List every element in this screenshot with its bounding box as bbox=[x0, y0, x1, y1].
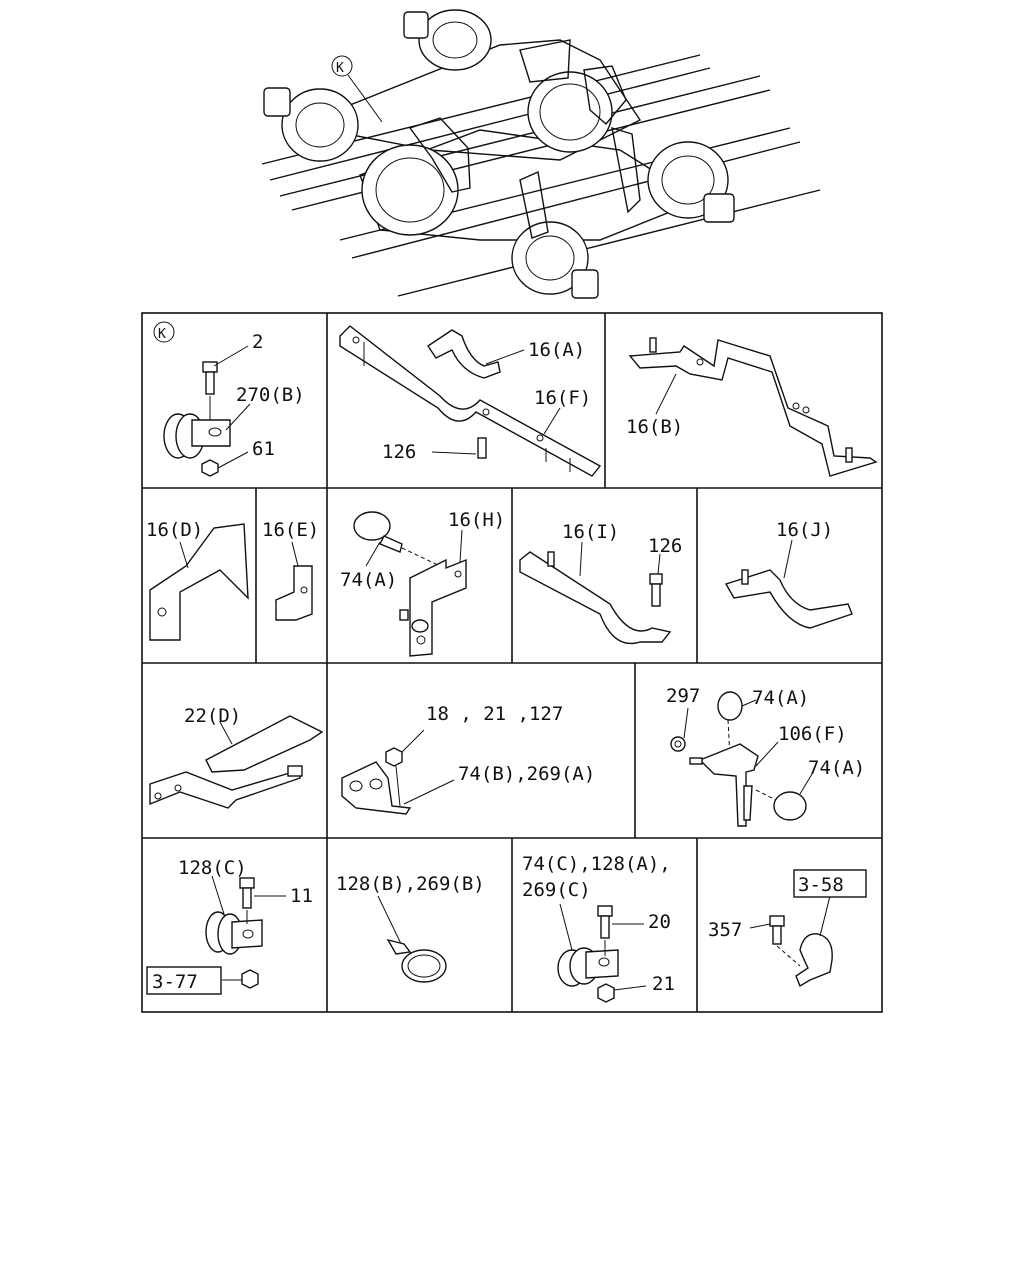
hub-front-left bbox=[511, 221, 599, 299]
label-74c-128a: 74(C),128(A), bbox=[522, 853, 671, 875]
cell-bracket-16i: 16(I) 126 bbox=[519, 521, 682, 645]
nut-61 bbox=[201, 459, 219, 477]
hub-front-right bbox=[647, 141, 735, 223]
band-clamp-74a bbox=[353, 511, 391, 541]
cell-bracket-16j: 16(J) bbox=[724, 519, 853, 629]
cell-bracket-22d: 22(D) bbox=[149, 705, 324, 809]
cell-k-clamp: K 2 270(B) 61 bbox=[153, 321, 305, 477]
band-clamp-74a-b bbox=[717, 691, 743, 721]
washer-297 bbox=[670, 736, 686, 752]
nut-21 bbox=[597, 983, 615, 1003]
rubber-isolator-74b bbox=[341, 761, 412, 815]
label-16h: 16(H) bbox=[448, 509, 505, 531]
label-126-b: 126 bbox=[648, 535, 682, 557]
ref-3-58[interactable]: 3-58 bbox=[798, 874, 844, 896]
bolt-357 bbox=[769, 915, 785, 927]
bracket-16e bbox=[275, 565, 313, 621]
bracket-16h bbox=[409, 558, 467, 657]
label-74a-c: 74(A) bbox=[808, 757, 865, 779]
ref-box-3-58[interactable] bbox=[793, 869, 867, 898]
label-16j: 16(J) bbox=[776, 519, 833, 541]
label-61: 61 bbox=[252, 438, 275, 460]
label-16f: 16(F) bbox=[534, 387, 591, 409]
label-2: 2 bbox=[252, 331, 263, 353]
cell-bracket-16h: 16(H) 74(A) bbox=[340, 509, 505, 657]
cell-isolator-74b: 18 , 21 ,127 74(B),269(A) bbox=[341, 703, 595, 815]
bolt-2 bbox=[202, 361, 218, 373]
label-16i: 16(I) bbox=[562, 521, 619, 543]
bolt-20 bbox=[597, 905, 613, 917]
label-128b-269b: 128(B),269(B) bbox=[336, 873, 485, 895]
ref-box-3-77[interactable] bbox=[146, 966, 222, 995]
label-22d: 22(D) bbox=[184, 705, 241, 727]
label-106f: 106(F) bbox=[778, 723, 847, 745]
cell-bracket-16a-16f: 16(A) 16(F) 126 bbox=[339, 325, 602, 477]
label-74b-269a: 74(B),269(A) bbox=[458, 763, 595, 785]
bracket-16d bbox=[149, 523, 249, 641]
label-20: 20 bbox=[648, 911, 671, 933]
strap-16a bbox=[427, 329, 501, 379]
label-357: 357 bbox=[708, 919, 742, 941]
cell-clamp-357: 357 3-58 bbox=[708, 869, 867, 988]
bolt-126-b bbox=[649, 573, 663, 585]
label-269c: 269(C) bbox=[522, 879, 591, 901]
label-74a-b: 74(A) bbox=[752, 687, 809, 709]
label-270b: 270(B) bbox=[236, 384, 305, 406]
label-11: 11 bbox=[290, 885, 313, 907]
bracket-22d bbox=[149, 769, 301, 809]
ref-3-77[interactable]: 3-77 bbox=[152, 971, 198, 993]
cell-bracket-106f: 297 74(A) 106(F) 74(A) bbox=[666, 685, 865, 827]
overview-callout-marker bbox=[331, 55, 353, 77]
label-74a-a: 74(A) bbox=[340, 569, 397, 591]
cell-clamp-74c: 74(C),128(A), 269(C) 20 21 bbox=[522, 853, 675, 1003]
bolt-126 bbox=[477, 437, 487, 459]
parts-grid bbox=[141, 312, 883, 1013]
hub-rear-right bbox=[403, 9, 492, 71]
band-clamp-128b bbox=[386, 938, 412, 955]
label-297: 297 bbox=[666, 685, 700, 707]
cell-bracket-16b: 16(B) bbox=[626, 337, 878, 477]
bracket-16f bbox=[339, 325, 602, 477]
hub-rear-left bbox=[263, 87, 359, 162]
label-128c: 128(C) bbox=[178, 857, 247, 879]
label-18-21-127: 18 , 21 ,127 bbox=[426, 703, 563, 725]
label-16a: 16(A) bbox=[528, 339, 585, 361]
bracket-16i bbox=[519, 551, 672, 645]
label-126-a: 126 bbox=[382, 441, 416, 463]
nut-3-77 bbox=[241, 969, 259, 989]
cell-band-128b: 128(B),269(B) bbox=[336, 873, 485, 983]
cell-bracket-16e: 16(E) bbox=[262, 519, 319, 621]
label-16e: 16(E) bbox=[262, 519, 319, 541]
axle-assembly-overview: K bbox=[261, 9, 821, 299]
cell-k-tag: K bbox=[158, 327, 166, 342]
overview-callout-k: K bbox=[336, 61, 344, 76]
nut-18 bbox=[385, 747, 403, 767]
label-16d: 16(D) bbox=[146, 519, 203, 541]
label-16b: 16(B) bbox=[626, 416, 683, 438]
cell-bracket-16d: 16(D) bbox=[146, 519, 249, 641]
band-clamp-74a-c bbox=[773, 791, 807, 821]
bracket-16b bbox=[628, 339, 878, 477]
bracket-16j bbox=[724, 569, 853, 629]
clamp-3-58 bbox=[795, 933, 833, 988]
label-21: 21 bbox=[652, 973, 675, 995]
bolt-11 bbox=[239, 877, 255, 889]
cell-clamp-128c: 128(C) 11 3-77 bbox=[146, 857, 313, 995]
